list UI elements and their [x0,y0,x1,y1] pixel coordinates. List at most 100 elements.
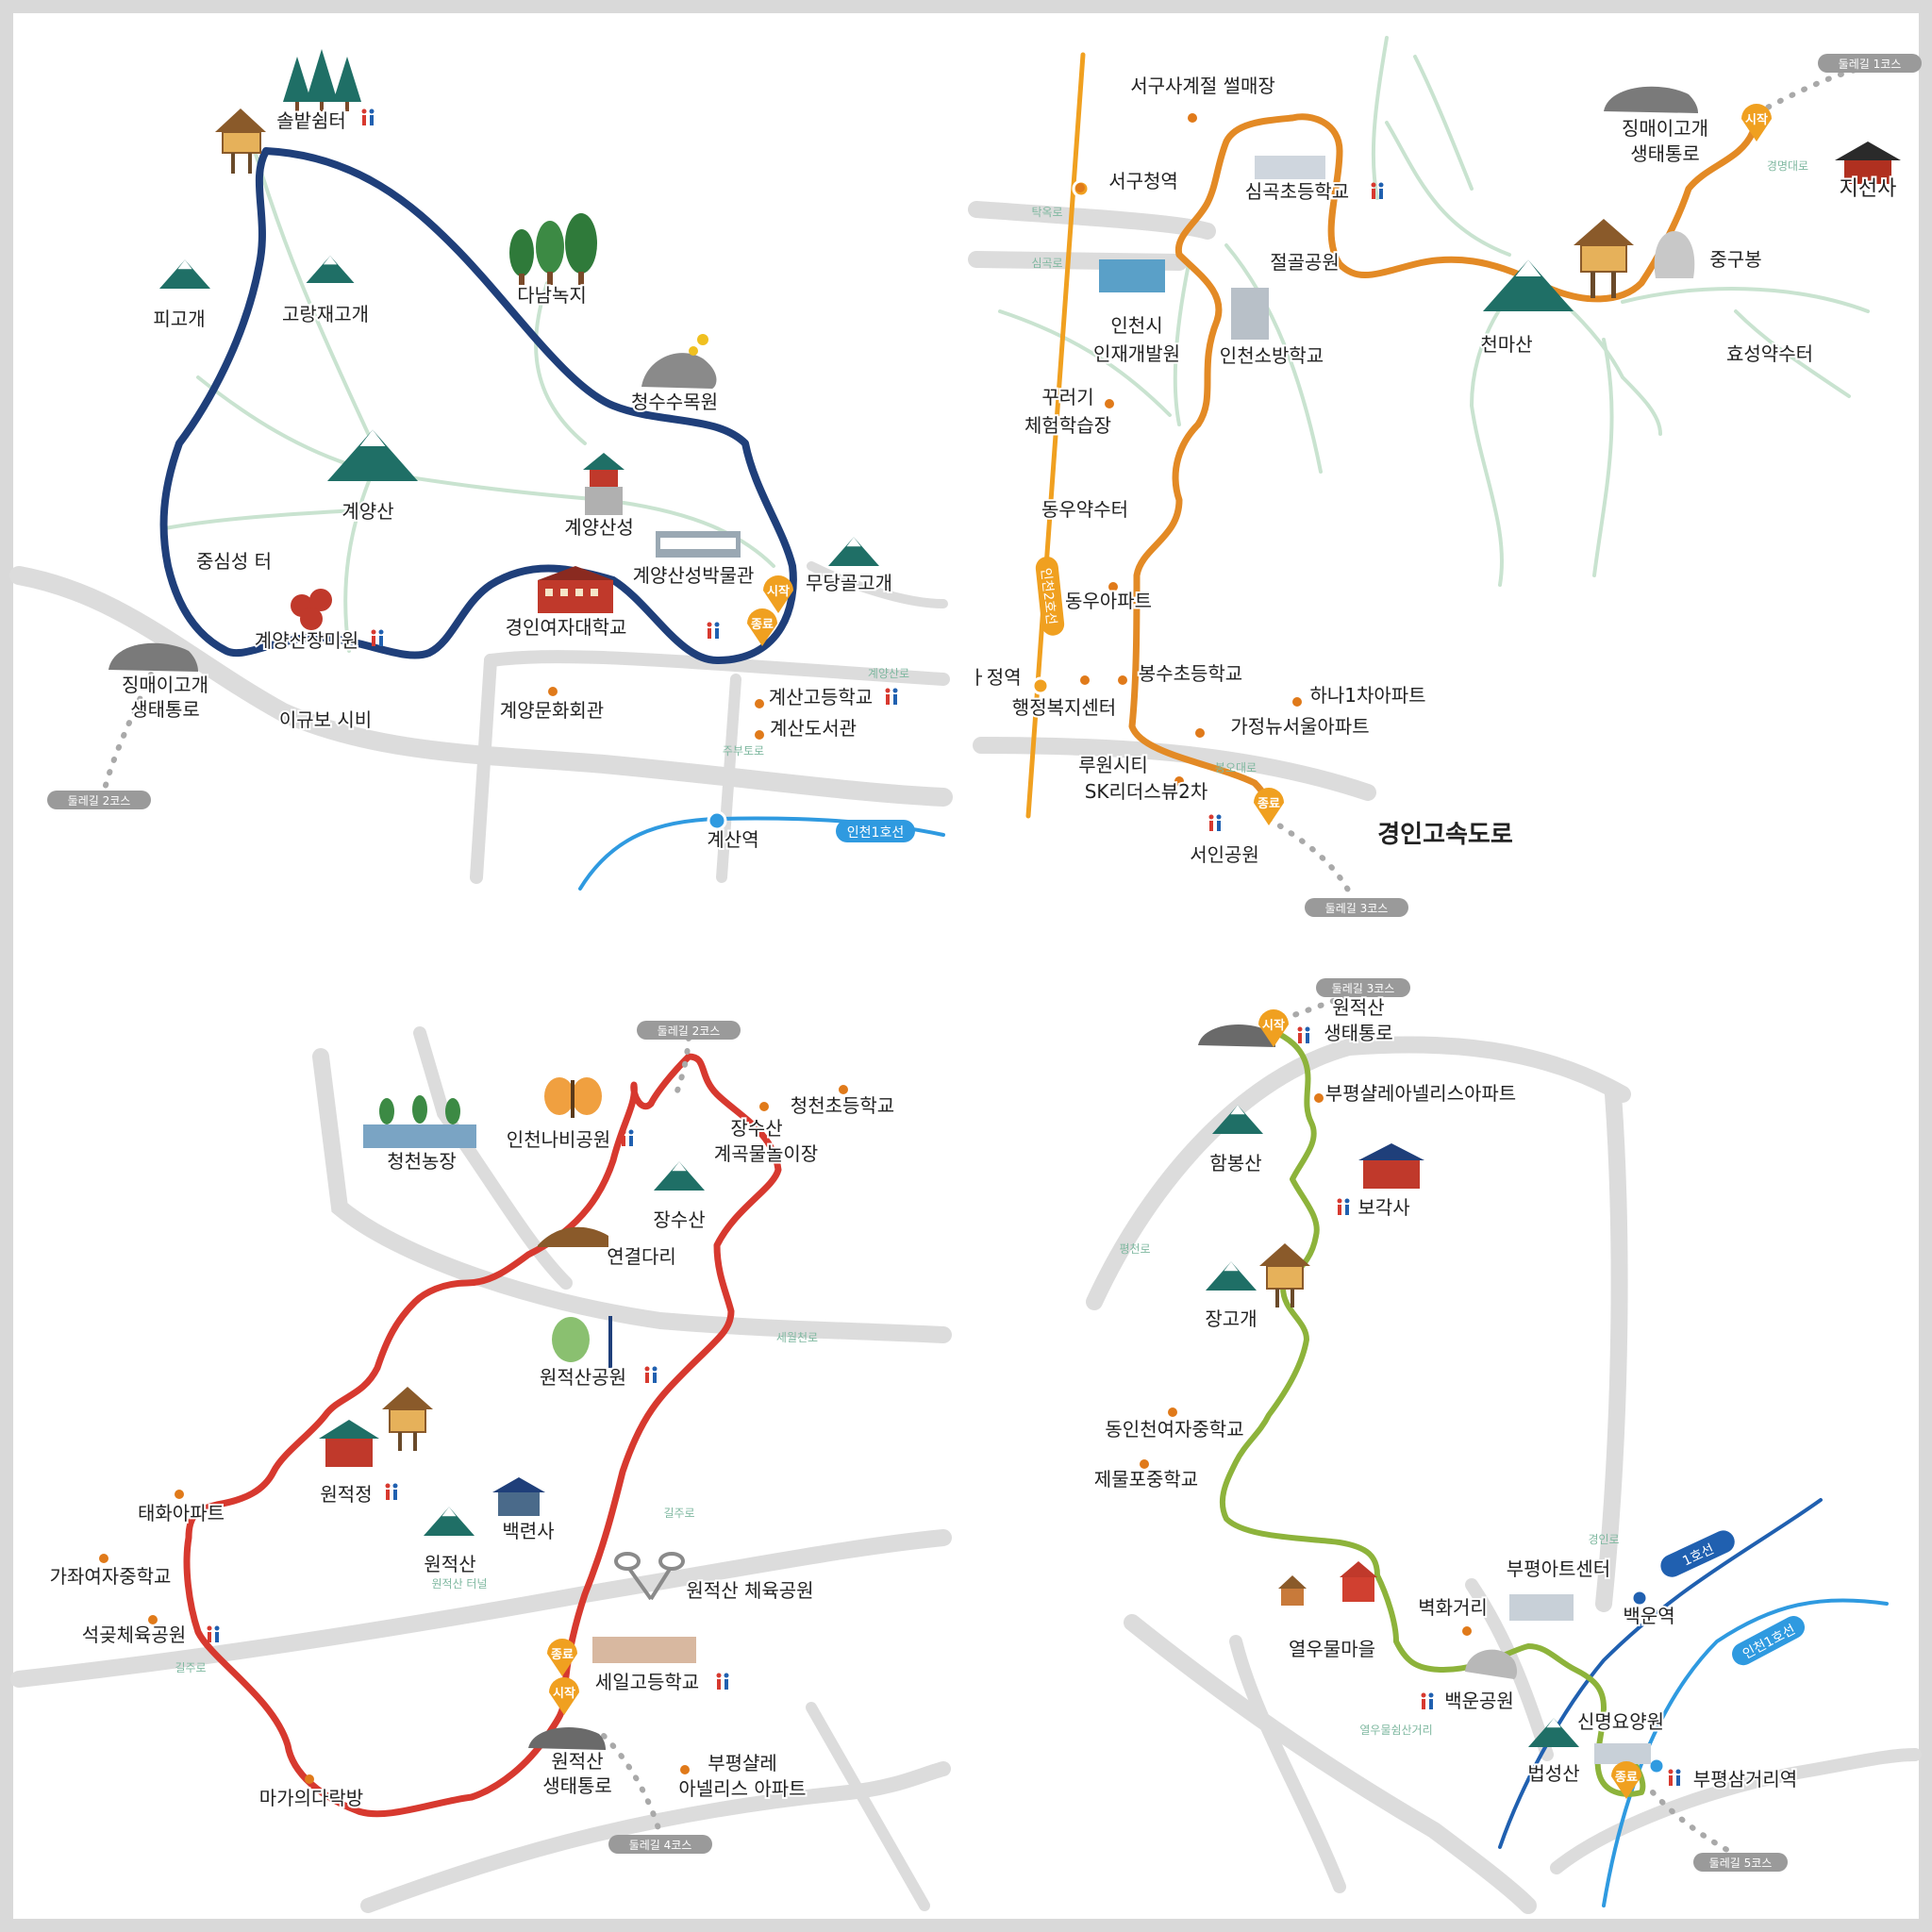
poi-dot [175,1490,184,1499]
poi-dot [1462,1626,1472,1636]
route-badge-label: 종료 [551,1648,574,1662]
poi-dot [1080,675,1090,685]
restroom-icon [644,1366,658,1383]
place-label: 동인천여자중학교 [1105,1418,1243,1441]
course-tag-label: 둘레길 1코스 [1839,58,1902,71]
rest-hut-icon [215,108,266,174]
route-badge: 시작 [1258,1009,1289,1047]
place-label: 제물포중학교 [1094,1468,1198,1491]
place-label: 꾸러기 [1041,386,1093,408]
restroom-icons [207,108,1681,1786]
metro-line-label: 인천1호선 [1732,1616,1806,1666]
place-label: 서구사계절 썰매장 [1130,75,1275,97]
place-label: 생태통로 [1324,1022,1393,1044]
place-label: 계양문화회관 [500,699,604,722]
place-label: 장수산 [653,1208,705,1231]
restroom-icon [1421,1692,1434,1709]
metro-line-text: 인천2호선 [1038,567,1058,625]
poi-dot [548,687,558,696]
course-tag-label: 둘레길 2코스 [658,1024,721,1038]
poi-dot [1168,1407,1177,1417]
place-label: 백운공원 [1444,1690,1514,1712]
place-label: 연결다리 [607,1245,676,1268]
place-label: 법성산 [1527,1762,1579,1785]
place-label: 무당골고개 [806,572,892,594]
poi-dot [1292,697,1302,707]
place-label: 루원시티 [1078,754,1148,776]
course-tag: 둘레길 1코스 [1818,54,1922,73]
pavilion-icon [319,1420,379,1467]
poi-dot [1105,399,1114,408]
badminton-icon [614,1552,685,1601]
place-label: 생태통로 [1630,142,1700,165]
course-1-route [159,147,797,664]
course-tag: 둘레길 4코스 [608,1835,712,1854]
place-label: 계산고등학교 [769,686,873,708]
restroom-icon [1337,1198,1350,1215]
metro-line-label: 인천2호선 [1035,557,1065,636]
road-label: 길주로 [175,1661,206,1674]
place-label: 서구청역 [1108,170,1178,192]
building-icon [538,566,613,613]
poi-dot [305,1774,314,1784]
side-trails [163,36,1870,653]
route-badge: 시작 [1741,104,1772,142]
route-badge-label: 종료 [1615,1771,1638,1785]
road-label: 경인로 [1588,1533,1619,1546]
museum-icon [656,531,741,558]
route-badge: 종료 [1611,1761,1641,1799]
route-badge-label: 종료 [1257,797,1280,811]
route-badge: 시작 [763,575,793,613]
route-badge-label: 시작 [1262,1018,1285,1033]
restroom-icon [371,629,384,646]
place-label: 장수산 [730,1117,782,1140]
rest-hut-icon [1259,1243,1310,1307]
place-label: 인천나비공원 [507,1128,610,1151]
place-label: 봉수초등학교 [1139,662,1242,685]
restroom-icon [1371,182,1384,199]
place-label: 인재개발원 [1093,342,1180,365]
place-label: 이규보 시비 [279,708,372,731]
restroom-icon [621,1129,634,1146]
place-label: 절골공원 [1270,251,1340,274]
place-label: 열우물마을 [1289,1638,1375,1660]
place-label: 중구봉 [1709,248,1761,271]
road-label: 계양산로 [868,667,909,680]
place-label: 경인여자대학교 [506,616,627,639]
route-badge: 종료 [747,608,777,646]
course-tag-label: 둘레길 4코스 [629,1839,692,1852]
place-label: 세일고등학교 [595,1671,699,1693]
route-badge-label: 시작 [767,584,790,599]
road-label: 봉오대로 [1215,761,1257,774]
park-icon [552,1316,612,1368]
place-label: 장고개 [1205,1307,1257,1330]
metro-stations [707,179,1666,1775]
course-tag-label: 둘레길 2코스 [68,794,131,808]
mountain-icon [654,1161,705,1191]
place-label: 원적산 [551,1750,603,1773]
road-label: 주부토로 [723,744,764,758]
place-label: 동우아파트 [1065,590,1152,612]
road-label: 경명대로 [1767,159,1808,173]
restroom-icon [207,1625,220,1642]
place-label: SK리더스뷰2차 [1085,780,1208,803]
place-label: 마가의다락방 [259,1787,363,1809]
rock-icon [641,334,717,389]
poi-dot [1174,776,1184,786]
farm-building-icon [363,1095,476,1148]
place-label: 생태통로 [130,698,200,721]
course-tag-label: 둘레길 3코스 [1325,902,1389,915]
place-label: 징매이고개 [1622,117,1708,140]
poi-dot [839,1085,848,1094]
place-label: 벽화거리 [1418,1596,1488,1619]
restroom-icon [707,622,720,639]
place-label: 천마산 [1480,333,1532,356]
course-4-route [1219,1027,1646,1797]
stone-monument-icon [1465,1649,1518,1679]
poi-dot [1118,675,1127,685]
place-label: 태화아파트 [138,1502,225,1524]
